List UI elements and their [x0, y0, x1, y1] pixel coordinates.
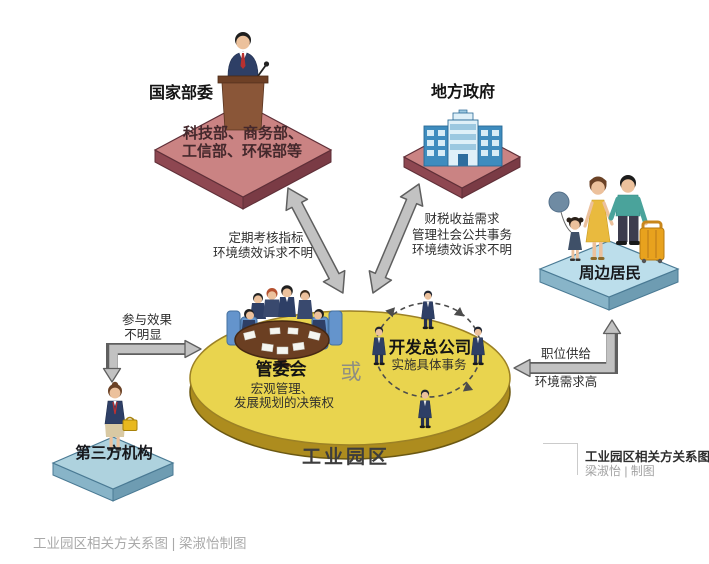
podium-speaker-icon — [217, 32, 270, 131]
edge-residents-line1: 职位供给 — [540, 347, 592, 361]
committee-meeting-icon — [226, 285, 343, 368]
arrow-government-park — [368, 183, 424, 294]
edge-government-line3: 环境绩效诉求不明 — [411, 243, 513, 257]
third-party-label: 第三方机构 — [75, 445, 153, 462]
edge-government-line2: 管理社会公共事务 — [411, 228, 513, 242]
arrow-third-party — [102, 339, 202, 383]
committee-desc-line2: 发展规划的决策权 — [233, 396, 335, 410]
committee-desc-line1: 宏观管理、 — [250, 382, 314, 396]
bottom-caption: 工业园区相关方关系图 | 梁淑怡制图 — [33, 536, 247, 551]
government-building-icon — [423, 109, 503, 167]
legend-credit: 梁淑怡 | 制图 — [585, 464, 655, 478]
legend-title: 工业园区相关方关系图 — [585, 450, 709, 464]
business-woman-icon — [104, 381, 138, 451]
edge-government-line1: 财税收益需求 — [424, 212, 500, 226]
legend-corner-line — [543, 443, 578, 475]
family-icon — [548, 175, 665, 264]
arrow-residents — [513, 319, 622, 378]
edge-third-party-line1: 参与效果 — [121, 313, 173, 327]
national-ministries-label: 国家部委 — [148, 85, 214, 102]
edge-ministries-line2: 环境绩效诉求不明 — [212, 246, 314, 260]
industrial-park-label: 工业园区 — [301, 447, 391, 468]
company-title: 开发总公司 — [388, 339, 472, 357]
third-party-platform — [51, 436, 175, 502]
arrow-ministries-park — [285, 187, 346, 294]
national-platform — [153, 102, 333, 210]
or-label: 或 — [340, 361, 362, 384]
national-platform-text-line2: 工信部、环保部等 — [181, 143, 303, 160]
company-cycle-icon — [372, 290, 485, 429]
edge-ministries-line1: 定期考核指标 — [228, 231, 304, 245]
residents-label: 周边居民 — [578, 265, 642, 282]
company-desc: 实施具体事务 — [391, 358, 467, 372]
committee-title: 管委会 — [255, 360, 307, 379]
local-government-label: 地方政府 — [430, 84, 496, 101]
edge-residents-line2: 环境需求高 — [534, 375, 598, 389]
edge-third-party-line2: 不明显 — [124, 328, 162, 342]
national-platform-text-line1: 科技部、商务部、 — [182, 125, 304, 142]
